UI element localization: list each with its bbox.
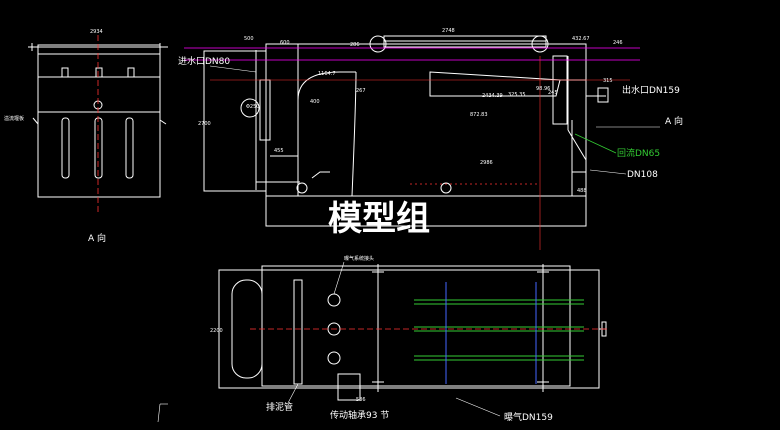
main-left-block <box>203 50 267 192</box>
plan-inner-rect <box>261 265 571 387</box>
left-side-label: 溢流堰板 <box>4 115 24 122</box>
dim-500: 500 <box>244 36 254 42</box>
dim-1164-7: 1164.7 <box>318 71 336 77</box>
inlet-label: 进水口DN80 <box>178 55 230 67</box>
dim-2434-39: 2434.39 <box>482 93 503 99</box>
dim-315: 315 <box>603 78 613 84</box>
dim-286: 286 <box>350 42 360 48</box>
dim-phi250: Φ250 <box>246 104 259 110</box>
dim-2986: 2986 <box>480 160 493 166</box>
pipe-bottom-label: 传动轴承93 节 <box>330 409 389 421</box>
dim-872-83: 872.83 <box>470 112 488 118</box>
dim-600: 600 <box>280 40 290 46</box>
dim-400: 400 <box>310 99 320 105</box>
outlet-label: 出水口DN159 <box>622 84 680 96</box>
dim-2200: 2200 <box>210 328 223 334</box>
left-top-cover <box>37 44 161 55</box>
dim-488: 488 <box>577 188 587 194</box>
phi250-circle <box>240 98 260 118</box>
dim-245: 245 <box>548 90 558 96</box>
a-direction-label: A 向 <box>665 115 683 127</box>
main-tank-body <box>265 43 587 227</box>
bottom-left-pulley <box>296 182 308 194</box>
sloped-baffle <box>429 71 561 97</box>
plan-view <box>218 264 607 401</box>
main-view <box>203 35 609 227</box>
dim-325-35: 325.35 <box>508 92 526 98</box>
dim-455: 455 <box>274 148 284 154</box>
watermark: 模型组 <box>328 199 430 239</box>
dim-267: 267 <box>356 88 366 94</box>
pipe-left-label: 排泥管 <box>266 401 293 413</box>
dim-246: 246 <box>613 40 623 46</box>
sludge-return-label: 回流DN65 <box>617 147 660 159</box>
bottom-mid-pulley <box>440 182 452 194</box>
left-view-label: A 向 <box>88 232 106 244</box>
left-dim-top: 2934 <box>90 29 103 35</box>
left-view <box>28 43 168 198</box>
plan-aeration-pipes <box>414 299 584 361</box>
top-right-pulley <box>531 35 549 53</box>
plan-blue-vertical <box>445 282 537 384</box>
dim-98-96: 98.96 <box>536 86 550 92</box>
plan-rounded-slot <box>231 279 263 379</box>
pipe-right-label: 曝气DN159 <box>504 411 553 423</box>
dim-2748: 2748 <box>442 28 455 34</box>
dim-432-67: 432.67 <box>572 36 590 42</box>
aeration-label: 曝气系统接头 <box>344 255 374 262</box>
dim-2700: 2700 <box>198 121 211 127</box>
plan-left-bar <box>293 279 303 385</box>
dim-586: 586 <box>356 397 366 403</box>
dn108-label: DN108 <box>627 170 658 180</box>
left-tank-body <box>37 53 161 198</box>
main-magenta-lines <box>184 47 640 61</box>
